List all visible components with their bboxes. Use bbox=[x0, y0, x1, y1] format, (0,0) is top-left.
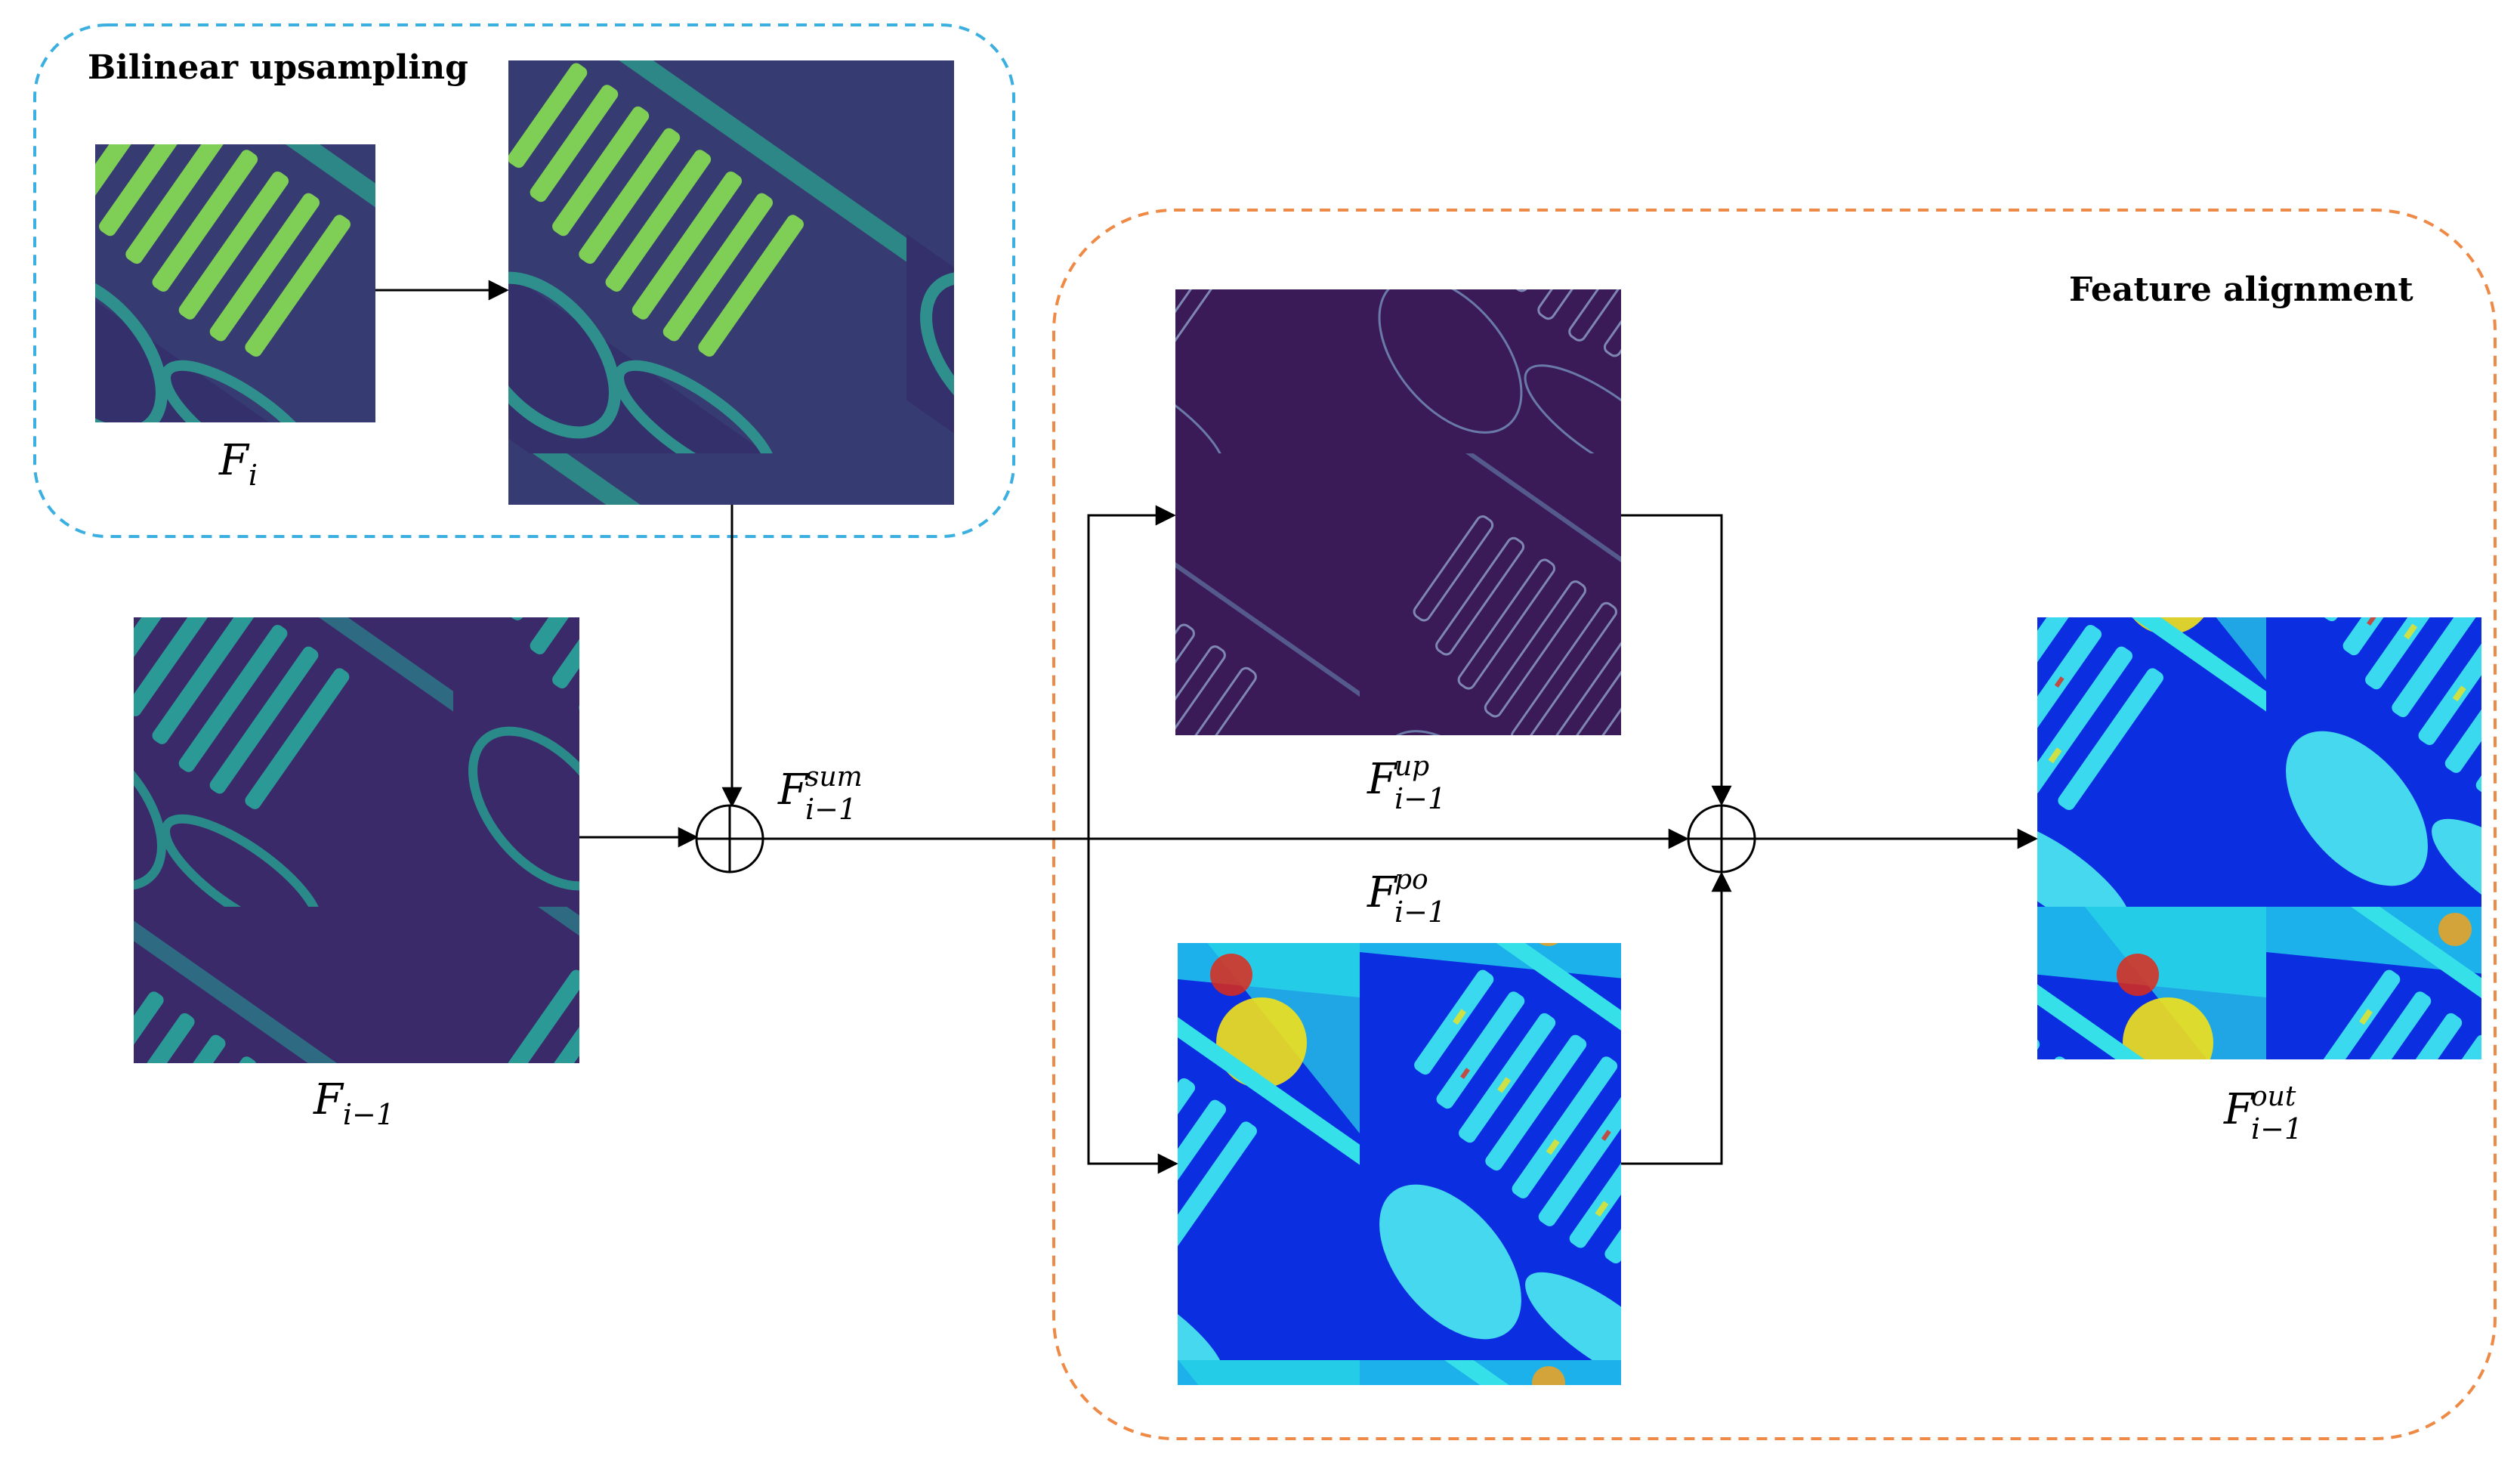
feature-map-f-up bbox=[1175, 289, 1621, 735]
feature-map-f-i-upsampled bbox=[508, 60, 954, 505]
label-f-i: Fi bbox=[218, 436, 258, 492]
feature-map-f-po bbox=[1178, 943, 1621, 1385]
label-f-up: F up i−1 bbox=[1367, 751, 1446, 815]
bilinear-upsampling-title: Bilinear upsampling bbox=[88, 48, 468, 87]
branch-to-f-po bbox=[1087, 839, 1178, 1174]
feature-map-f-i bbox=[95, 144, 375, 422]
label-f-sum: F sum i−1 bbox=[777, 762, 866, 826]
feature-map-f-i-minus-1 bbox=[134, 617, 579, 1063]
label-f-out: F out i−1 bbox=[2223, 1081, 2302, 1146]
label-f-i-minus-1: Fi−1 bbox=[313, 1075, 394, 1131]
arrow-f-po-to-sum2 bbox=[1621, 871, 1732, 1165]
branch-to-f-up bbox=[1087, 505, 1176, 839]
feature-alignment-title: Feature alignment bbox=[2069, 271, 2413, 309]
feature-map-f-out bbox=[2037, 617, 2481, 1059]
label-f-po: F po i−1 bbox=[1367, 864, 1446, 929]
arrow-f-up-to-sum2 bbox=[1621, 514, 1732, 806]
bilinear-upsampling-group bbox=[33, 23, 1015, 538]
feature-alignment-group bbox=[1052, 209, 2497, 1440]
